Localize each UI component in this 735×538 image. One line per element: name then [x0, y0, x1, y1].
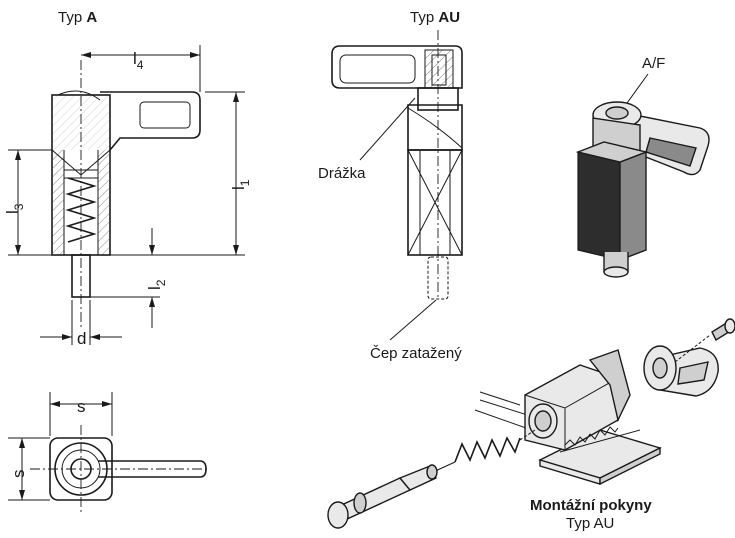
iso-view: A/F: [575, 55, 710, 278]
iso-body: [577, 151, 621, 261]
assembly-pin: [327, 464, 438, 529]
dim-d: d: [77, 329, 86, 348]
dim-l4: l4: [133, 49, 144, 72]
type-au-body: [407, 149, 463, 256]
af-label: A/F: [642, 55, 665, 72]
dim-s-top: s: [77, 397, 86, 416]
type-au-drawing: Typ AU Drážka Čep zatažený: [318, 9, 463, 362]
type-a-drawing: Typ A l4 l1: [3, 9, 252, 348]
type-a-handle: [100, 91, 201, 151]
dim-l2: l2: [145, 279, 168, 290]
top-view: s s: [8, 392, 210, 512]
dim-l3: l3: [3, 203, 26, 214]
assembly-title: Montážní pokyny: [530, 497, 652, 514]
assembly-type: Typ AU: [566, 515, 614, 532]
pin-retracted-label: Čep zatažený: [370, 345, 462, 362]
type-au-handle: [331, 45, 463, 89]
groove-label: Drážka: [318, 165, 366, 182]
dim-l1: l1: [229, 179, 252, 190]
type-au-pin-retracted: [427, 256, 449, 300]
type-a-label: Typ A: [58, 9, 97, 26]
assembly-screw: [711, 318, 735, 342]
dim-s-side: s: [9, 470, 28, 479]
type-au-label: Typ AU: [410, 9, 460, 26]
assembly-view: Montážní pokyny Typ AU: [327, 318, 735, 532]
